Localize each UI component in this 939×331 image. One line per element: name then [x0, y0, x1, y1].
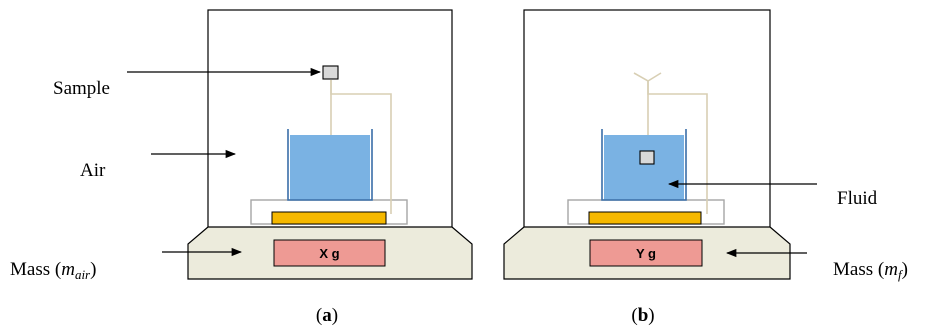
- sample-b: [639, 150, 655, 165]
- caption-a: (a): [316, 305, 338, 326]
- balance-pan-b: [588, 211, 702, 225]
- beaker-b: [601, 129, 687, 201]
- sample-label: Sample: [53, 78, 110, 99]
- liquid-a: [290, 135, 370, 200]
- mass-label-b: Mass (mf): [833, 259, 908, 282]
- display-readout-b: Y g: [636, 246, 656, 261]
- panel-a: X g Sample Air Mass (mair) (a): [10, 9, 473, 326]
- air-label: Air: [80, 160, 106, 181]
- balance-display-a: [273, 239, 386, 267]
- mass-label-a: Mass (mair): [10, 259, 96, 282]
- caption-b: (b): [631, 305, 654, 326]
- sample-a: [322, 65, 339, 80]
- liquid-b: [604, 135, 684, 200]
- fluid-label: Fluid: [837, 188, 878, 209]
- panel-b: Y g Fluid Mass (mf) (b): [503, 9, 908, 326]
- balance-display-b: [589, 239, 703, 267]
- beaker-a: [287, 129, 373, 201]
- display-readout-a: X g: [319, 246, 339, 261]
- balance-pan-a: [271, 211, 387, 225]
